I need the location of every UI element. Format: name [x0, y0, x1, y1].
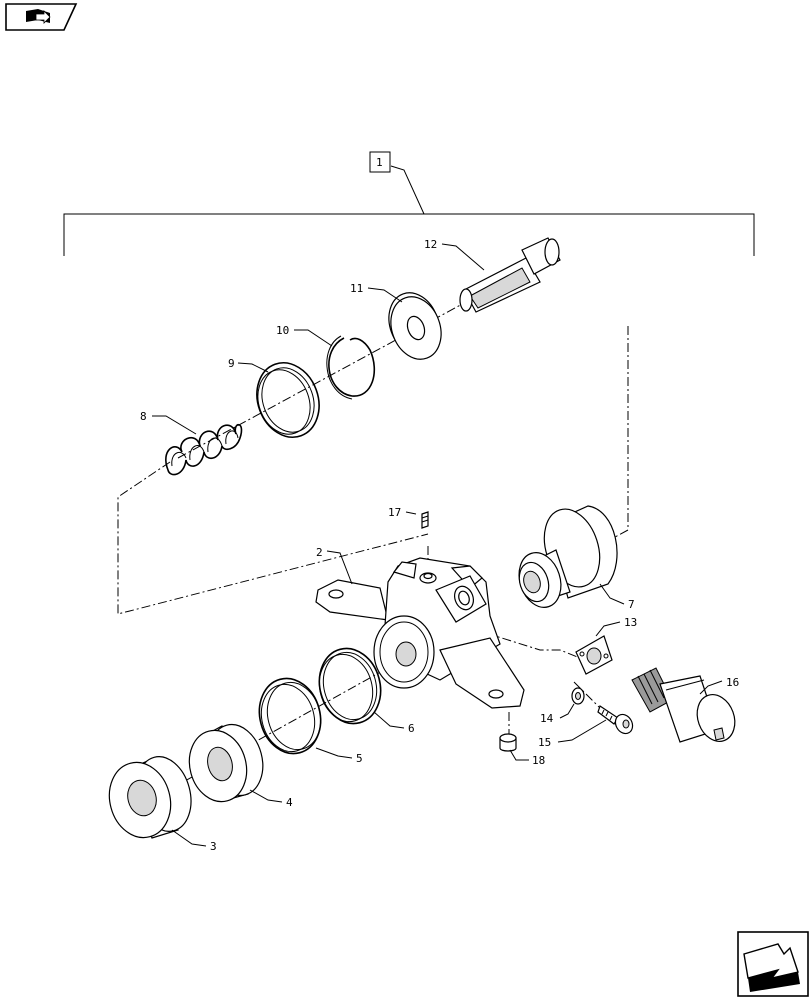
forward-nav-button[interactable]	[737, 931, 809, 997]
callout-labels: 12 11 10 9 8 17 2 7 13 16 14 15 18 6 5 4…	[140, 238, 739, 853]
screw-part-15	[597, 705, 634, 735]
callout-3: 3	[210, 840, 217, 853]
bolt-part-12	[459, 237, 561, 313]
bracket-housing-part-2	[315, 557, 525, 709]
forward-arrow-icon	[743, 943, 800, 992]
callout-9: 9	[228, 357, 235, 370]
callout-4: 4	[286, 796, 293, 809]
callout-5: 5	[356, 752, 363, 765]
callout-11: 11	[350, 282, 363, 295]
small-washer-part-14	[571, 687, 585, 705]
assembly-bracket: 1	[63, 151, 755, 256]
valve-part-16	[631, 667, 736, 743]
assembly-label: 1	[376, 156, 383, 169]
seal-ring-part-5	[258, 677, 322, 755]
bearing-part-4	[188, 723, 264, 803]
back-nav-button[interactable]	[5, 3, 78, 31]
callout-17: 17	[388, 506, 401, 519]
callout-12: 12	[424, 238, 437, 251]
spring-part-8	[165, 423, 243, 476]
callout-14: 14	[540, 712, 554, 725]
gasket-part-13	[575, 635, 613, 675]
callout-7: 7	[628, 598, 635, 611]
callout-2: 2	[316, 546, 323, 559]
grease-fitting-part-17	[421, 511, 429, 529]
o-ring-part-6	[318, 647, 382, 725]
washer-part-11	[388, 292, 442, 360]
bearing-part-3	[108, 756, 192, 839]
o-ring-part-9	[256, 362, 320, 438]
snap-ring-part-10	[326, 335, 376, 400]
callout-8: 8	[140, 410, 147, 423]
leader-lines	[152, 243, 723, 847]
callout-18: 18	[532, 754, 545, 767]
callout-13: 13	[624, 616, 637, 629]
callout-15: 15	[538, 736, 551, 749]
callout-16: 16	[726, 676, 739, 689]
plug-part-18	[499, 733, 517, 752]
callout-10: 10	[276, 324, 289, 337]
callout-6: 6	[408, 722, 415, 735]
piston-part-7	[518, 505, 618, 608]
book-arrow-icon	[26, 9, 51, 24]
